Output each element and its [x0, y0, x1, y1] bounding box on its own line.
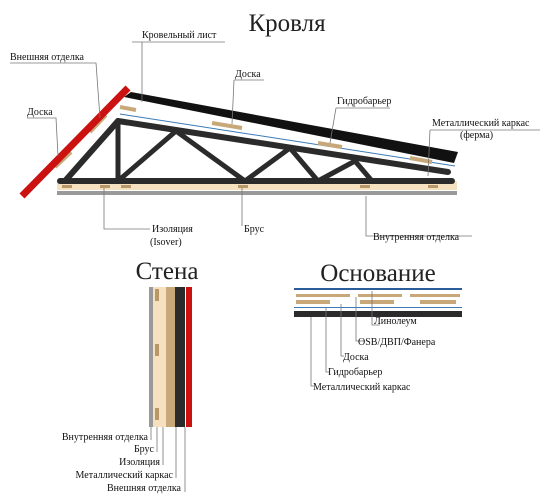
floor-label-osb: OSB/ДВП/Фанера	[358, 337, 436, 348]
roof-inner-finish-layer	[57, 191, 457, 195]
wall-label-metal-frame: Металлический каркас	[76, 470, 174, 481]
wall-inner-finish-layer	[149, 287, 153, 427]
wall-label-outer-finish: Внешняя отделка	[107, 483, 182, 494]
wall-outer-finish-layer	[186, 287, 192, 427]
roof-truss	[57, 118, 455, 184]
wall-beams	[155, 289, 159, 420]
floor-label-linoleum: Линолеум	[374, 316, 417, 327]
wall-section: Стена Внутренняя отделка Брус Изоляция М…	[62, 258, 199, 494]
roof-label-vapor-barrier: Гидробарьер	[337, 96, 391, 107]
roof-vapor-barrier-line	[119, 113, 456, 167]
roof-label-insulation: Изоляция	[152, 224, 193, 235]
roof-label-metal-frame-sub: (ферма)	[460, 130, 493, 141]
roof-label-board-left: Доска	[27, 107, 53, 118]
roof-label-board-top: Доска	[235, 69, 261, 80]
floor-label-vapor-barrier: Гидробарьер	[328, 367, 382, 378]
floor-vapor-barrier-layer	[294, 307, 462, 308]
wall-label-insulation: Изоляция	[119, 457, 160, 468]
roof-label-beam: Брус	[244, 224, 265, 235]
roof-leaders	[10, 41, 540, 237]
floor-metal-frame-layer	[294, 311, 462, 317]
roof-label-inner-finish: Внутренняя отделка	[373, 232, 460, 243]
roof-label-insulation-sub: (Isover)	[150, 237, 182, 248]
wall-board-layer	[166, 287, 175, 427]
roof-boards	[119, 105, 433, 164]
roof-label-metal-frame: Металлический каркас	[432, 118, 530, 129]
roof-outer-finish	[19, 85, 131, 199]
roof-label-outer-finish: Внешняя отделка	[10, 52, 85, 63]
roof-title: Кровля	[248, 10, 326, 37]
roof-sheet	[124, 92, 458, 163]
floor-linoleum-layer	[294, 288, 462, 290]
floor-board-layer	[296, 300, 456, 304]
wall-title: Стена	[136, 258, 199, 285]
floor-label-board: Доска	[343, 352, 369, 363]
floor-leaders	[310, 291, 380, 387]
wall-leaders	[150, 427, 186, 492]
floor-title: Основание	[320, 260, 435, 287]
floor-section: Основание Линолеум OSB/ДВП/Фанера Доска …	[294, 260, 462, 393]
wall-label-inner-finish: Внутренняя отделка	[62, 432, 149, 443]
floor-label-metal-frame: Металлический каркас	[313, 382, 411, 393]
roof-section: Кровля	[10, 10, 540, 248]
roof-insulation-layer	[57, 181, 457, 190]
wall-label-beam: Брус	[134, 444, 155, 455]
wall-metal-frame-layer	[175, 287, 185, 427]
roof-beams	[62, 185, 438, 188]
roof-label-roof-sheet: Кровельный лист	[142, 30, 217, 41]
floor-osb-layer	[296, 294, 460, 297]
